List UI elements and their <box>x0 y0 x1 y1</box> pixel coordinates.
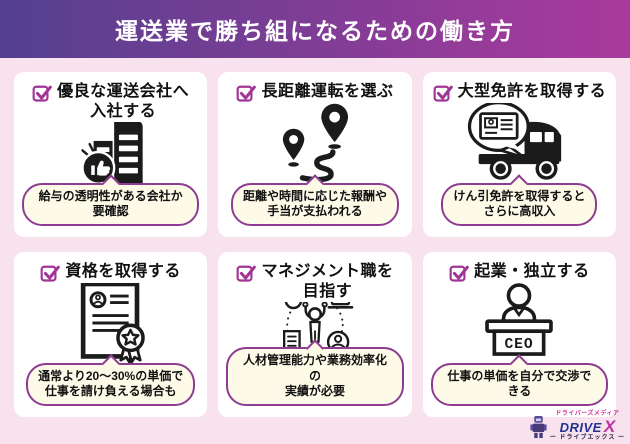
management-skills-icon <box>226 302 403 348</box>
card-title-text: 長距離運転を選ぶ <box>261 83 394 100</box>
logo-wordmark: DRIVE X <box>560 418 616 435</box>
logo-subtitle: ー ドライブエックス ー <box>549 434 625 441</box>
note-text: 人材管理能力や業務効率化の 実績が必要 <box>242 353 387 399</box>
checkbox-icon <box>40 265 61 282</box>
note-text: 給与の透明性がある会社か要確認 <box>38 188 183 219</box>
note-text: 仕事の単価を自分で交渉できる <box>447 368 592 399</box>
note-bubble: けん引免許を取得すると さらに高収入 <box>441 182 598 226</box>
card-title-text: 起業・独立する <box>474 263 590 280</box>
card-title-text: 大型免許を取得する <box>457 83 607 100</box>
truck-license-icon <box>431 103 608 183</box>
card-title: 起業・独立する <box>449 262 590 283</box>
card-management: マネジメント職を 目指す <box>218 252 412 417</box>
ceo-desk-icon: CEO <box>431 283 608 363</box>
card-get-certification: 資格を取得する <box>14 252 208 417</box>
note-text: 距離や時間に応じた報酬や 手当が支払われる <box>242 188 387 219</box>
logo-tagline: ドライバーズメディア <box>555 411 620 418</box>
card-title-text: 優良な運送会社へ 入社する <box>57 83 190 120</box>
note-bubble: 人材管理能力や業務効率化の 実績が必要 <box>226 347 404 406</box>
certificate-icon <box>22 283 199 363</box>
checkbox-icon <box>433 85 453 102</box>
logo-x-mark: X <box>603 416 616 436</box>
note-bubble: 通常より20〜30%の単価で 仕事を請け負える場合も <box>26 362 196 406</box>
checkbox-icon <box>237 265 257 282</box>
checkbox-icon <box>32 85 52 102</box>
logo-brand-text: DRIVE <box>559 419 602 435</box>
card-title: 大型免許を取得する <box>433 82 607 103</box>
card-title: 長距離運転を選ぶ <box>236 82 393 103</box>
route-pins-icon <box>226 103 403 183</box>
note-text: 通常より20〜30%の単価で 仕事を請け負える場合も <box>38 368 184 399</box>
card-title-text: 資格を取得する <box>65 263 181 280</box>
note-bubble: 仕事の単価を自分で交渉できる <box>430 362 608 406</box>
note-text: けん引免許を取得すると さらに高収入 <box>453 188 586 219</box>
logo-text-block: ドライバーズメディア DRIVE X ー ドライブエックス ー <box>550 411 625 442</box>
page-title: 運送業で勝ち組になるための働き方 <box>115 18 515 44</box>
card-grid: 優良な運送会社へ 入社する 給与の透明性がある <box>14 72 616 417</box>
card-title: 資格を取得する <box>40 262 181 283</box>
ceo-sign-text: CEO <box>505 337 534 353</box>
card-title-text: マネジメント職を 目指す <box>261 263 394 300</box>
card-startup: 起業・独立する CEO 仕事の単価を自分で交渉できる <box>422 252 616 417</box>
card-title: マネジメント職を 目指す <box>236 262 393 302</box>
drivex-logo: ドライバーズメディア DRIVE X ー ドライブエックス ー <box>530 411 625 442</box>
note-bubble: 距離や時間に応じた報酬や 手当が支払われる <box>230 182 399 226</box>
checkbox-icon <box>237 85 257 102</box>
note-bubble: 給与の透明性がある会社か要確認 <box>22 182 200 226</box>
mascot-robot-icon <box>530 415 547 438</box>
card-heavy-license: 大型免許を取得する <box>422 72 616 237</box>
card-long-distance: 長距離運転を選ぶ 距離や時間に応じた報酬や 手当が支払われる <box>218 72 412 237</box>
company-thumbsup-icon <box>22 122 199 183</box>
card-join-good-company: 優良な運送会社へ 入社する 給与の透明性がある <box>14 72 208 237</box>
checkbox-icon <box>449 265 469 282</box>
header-banner: 運送業で勝ち組になるための働き方 <box>0 0 630 58</box>
card-title: 優良な運送会社へ 入社する <box>32 82 189 122</box>
